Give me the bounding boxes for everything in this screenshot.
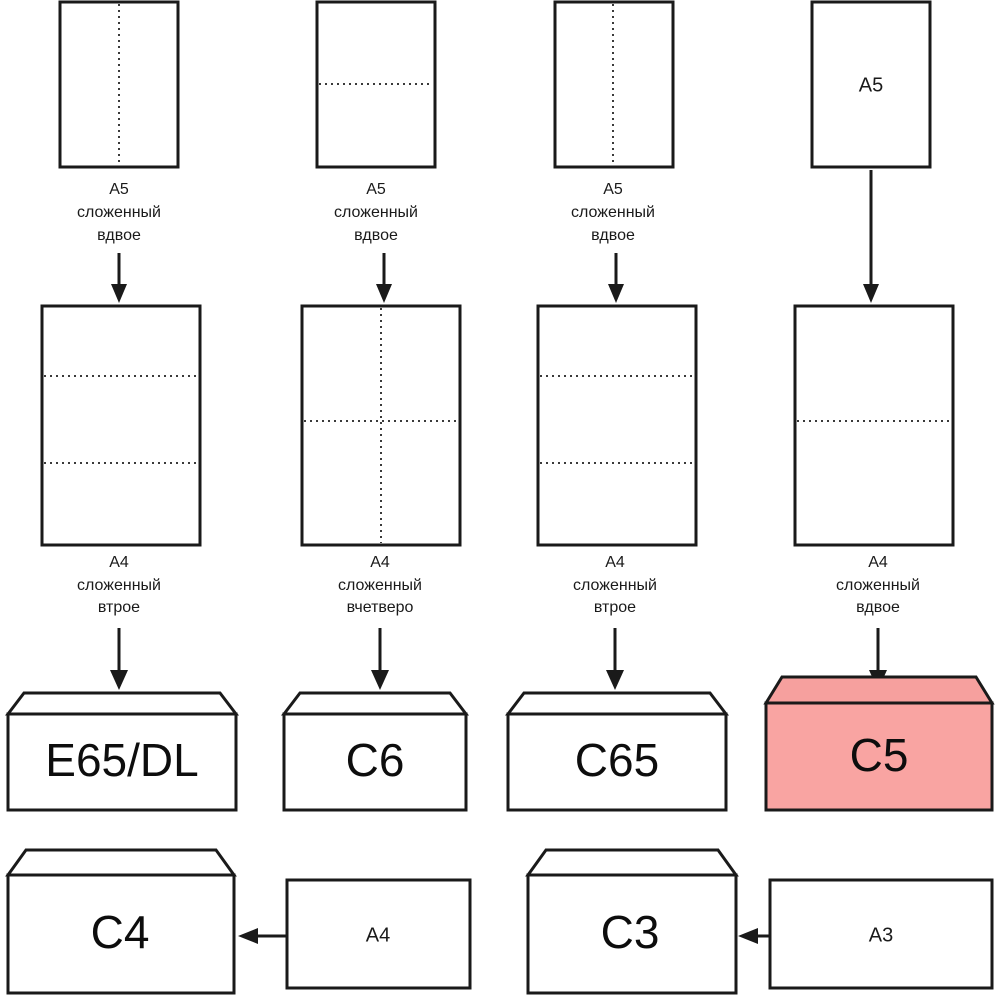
- paper-a5-col2[interactable]: [315, 0, 437, 169]
- caption-line3-col2: вдвое: [354, 227, 398, 244]
- caption-line1-col3: A5: [603, 181, 623, 198]
- envelope-label-bottom1: C4: [91, 906, 150, 958]
- caption-line1-col1: A5: [109, 181, 129, 198]
- caption-mid-line2-col1: сложенный: [77, 577, 161, 594]
- envelope-c3[interactable]: C3: [525, 848, 739, 995]
- paper-a4-col3[interactable]: [536, 304, 698, 547]
- bottom-row-2: C3 A3: [525, 848, 994, 995]
- caption-mid-line1-col4: A4: [868, 554, 888, 571]
- paper-a4-col1[interactable]: [40, 304, 202, 547]
- caption-line1-col2: A5: [366, 181, 386, 198]
- paper-a5-col4[interactable]: A5: [810, 0, 932, 169]
- caption-mid-line2-col4: сложенный: [836, 577, 920, 594]
- arrow-left-bottom1: [238, 928, 287, 944]
- paper-label-bottom2: A3: [869, 924, 893, 946]
- caption-mid-line1-col1: A4: [109, 554, 129, 571]
- envelope-label-col4: C5: [850, 729, 909, 781]
- envelope-c6[interactable]: C6: [280, 691, 470, 812]
- caption-line2-col2: сложенный: [334, 204, 418, 221]
- bottom-row-1: C4 A4: [5, 848, 472, 995]
- caption-mid-line3-col2: вчетверо: [347, 599, 414, 616]
- caption-line2-col1: сложенный: [77, 204, 161, 221]
- column-2: A5 сложенный вдвое A4 сложенный вчетверо: [280, 0, 470, 812]
- paper-a4-col4[interactable]: [793, 304, 955, 547]
- arrow-down-col2-mid: [371, 628, 389, 690]
- caption-line2-col3: сложенный: [571, 204, 655, 221]
- arrow-down-col1-mid: [110, 628, 128, 690]
- caption-mid-line3-col3: втрое: [594, 599, 636, 616]
- envelope-c4[interactable]: C4: [5, 848, 237, 995]
- envelope-label-col3: C65: [575, 734, 659, 786]
- arrow-down-col3-mid: [606, 628, 624, 690]
- paper-a4-col2[interactable]: [300, 304, 462, 547]
- caption-line3-col1: вдвое: [97, 227, 141, 244]
- paper-a5-col1[interactable]: [58, 0, 180, 169]
- column-1: A5 сложенный вдвое A4 сложенный втрое: [4, 0, 240, 812]
- caption-mid-line2-col2: сложенный: [338, 577, 422, 594]
- caption-mid-line3-col4: вдвое: [856, 599, 900, 616]
- envelope-label-bottom2: C3: [601, 906, 660, 958]
- arrow-down-col1-top: [111, 253, 127, 303]
- envelope-e65dl[interactable]: E65/DL: [4, 691, 240, 812]
- envelope-c65[interactable]: C65: [504, 691, 730, 812]
- column-3: A5 сложенный вдвое A4 сложенный втрое: [504, 0, 730, 812]
- envelope-label-col2: C6: [346, 734, 405, 786]
- paper-a5-col3[interactable]: [553, 0, 675, 169]
- arrow-down-col3-top: [608, 253, 624, 303]
- arrow-left-bottom2: [738, 928, 770, 944]
- arrow-down-col2-top: [376, 253, 392, 303]
- column-4: A5 A4 сложенный вдвое C5: [763, 0, 995, 812]
- caption-mid-line1-col3: A4: [605, 554, 625, 571]
- paper-a4-bottom1[interactable]: A4: [285, 878, 472, 990]
- caption-mid-line3-col1: втрое: [98, 599, 140, 616]
- arrow-down-col4-top: [863, 170, 879, 303]
- envelope-label-col1: E65/DL: [45, 734, 198, 786]
- paper-inside-label-col4: A5: [859, 74, 883, 96]
- envelope-c5[interactable]: C5: [763, 675, 995, 812]
- caption-line3-col3: вдвое: [591, 227, 635, 244]
- caption-mid-line1-col2: A4: [370, 554, 390, 571]
- caption-mid-line2-col3: сложенный: [573, 577, 657, 594]
- paper-a3-bottom2[interactable]: A3: [768, 878, 994, 990]
- paper-label-bottom1: A4: [366, 924, 390, 946]
